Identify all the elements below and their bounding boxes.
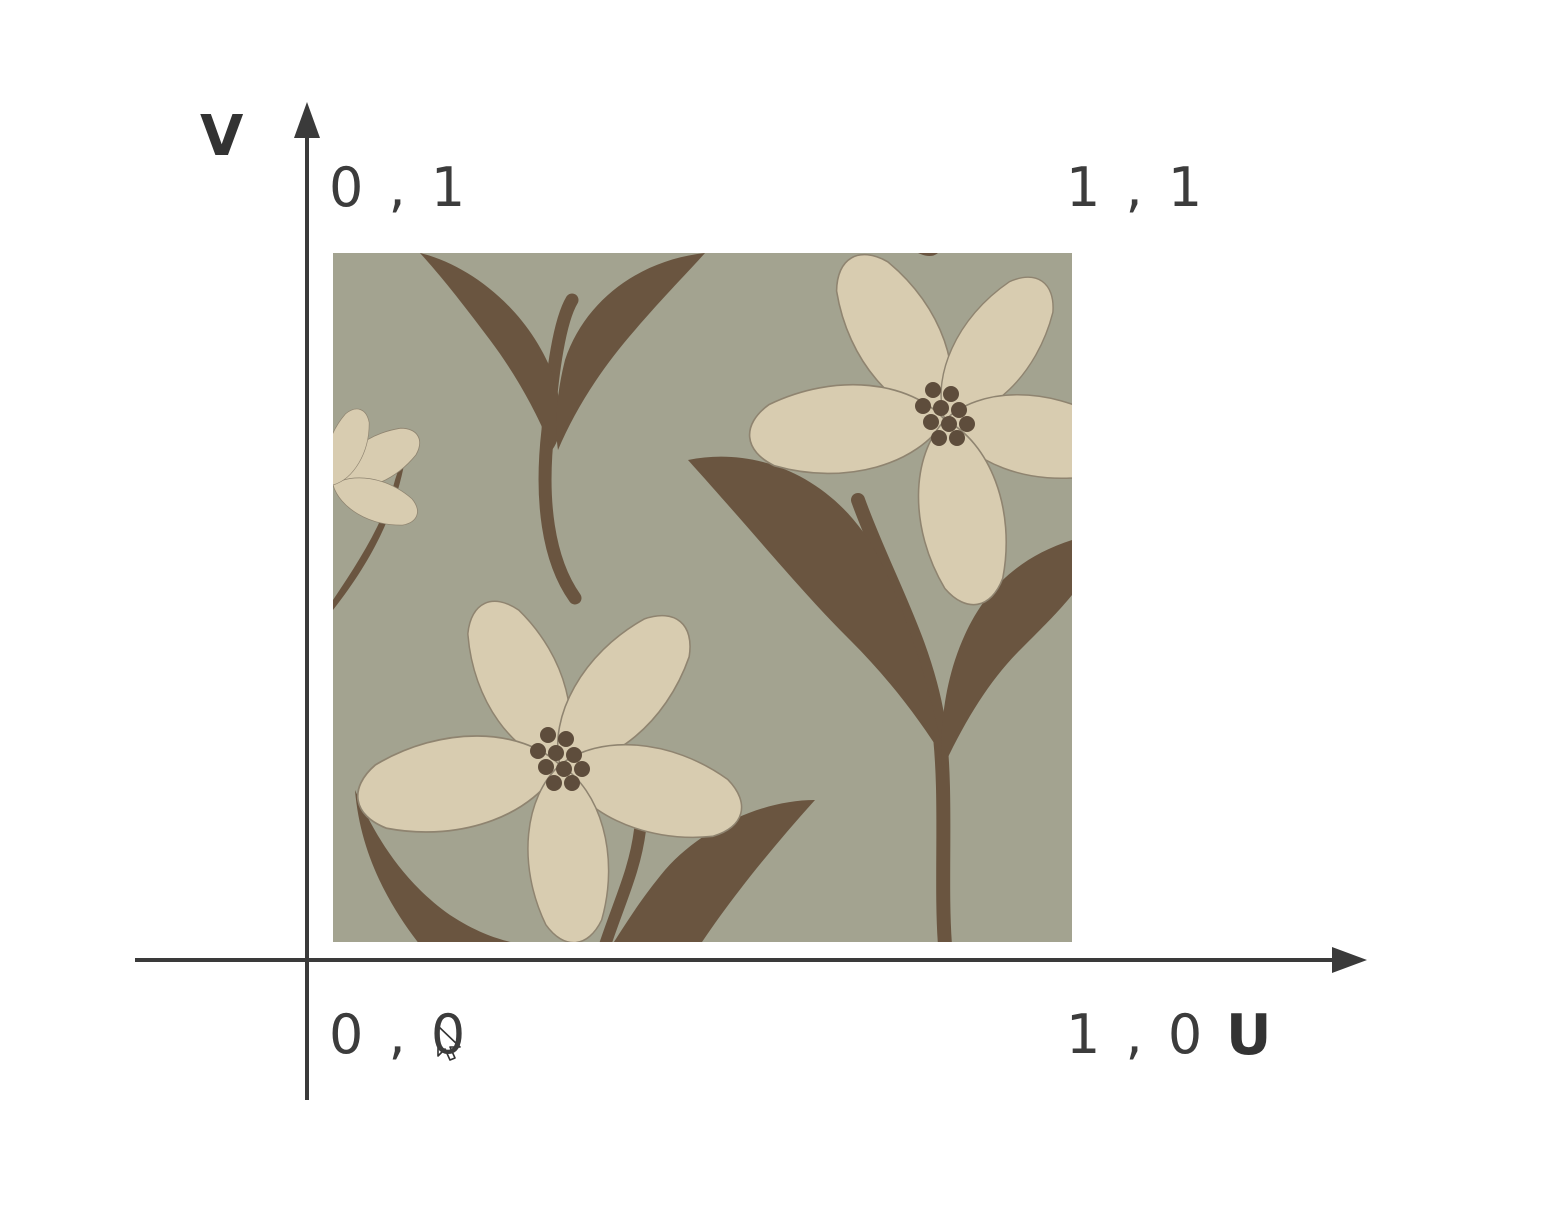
mouse-cursor-icon — [437, 1025, 461, 1061]
stamen-cluster — [915, 382, 975, 446]
stamen-cluster — [530, 727, 590, 791]
flower-lower-left — [349, 585, 753, 942]
flower-upper-right — [745, 253, 1072, 613]
v-axis-arrowhead — [294, 102, 320, 138]
corner-label-bottom-left: 0 , 0 — [329, 1003, 470, 1066]
u-axis-arrowhead — [1332, 947, 1367, 973]
v-axis-label: V — [200, 104, 244, 169]
texture-swatch — [333, 253, 1072, 942]
u-axis-label: U — [1226, 1003, 1272, 1068]
corner-label-top-right: 1 , 1 — [1066, 156, 1207, 219]
corner-label-bottom-right: 1 , 0 — [1066, 1003, 1207, 1066]
leaves — [333, 253, 1072, 942]
axes — [135, 125, 1345, 1100]
corner-label-top-left: 0 , 1 — [329, 156, 470, 219]
